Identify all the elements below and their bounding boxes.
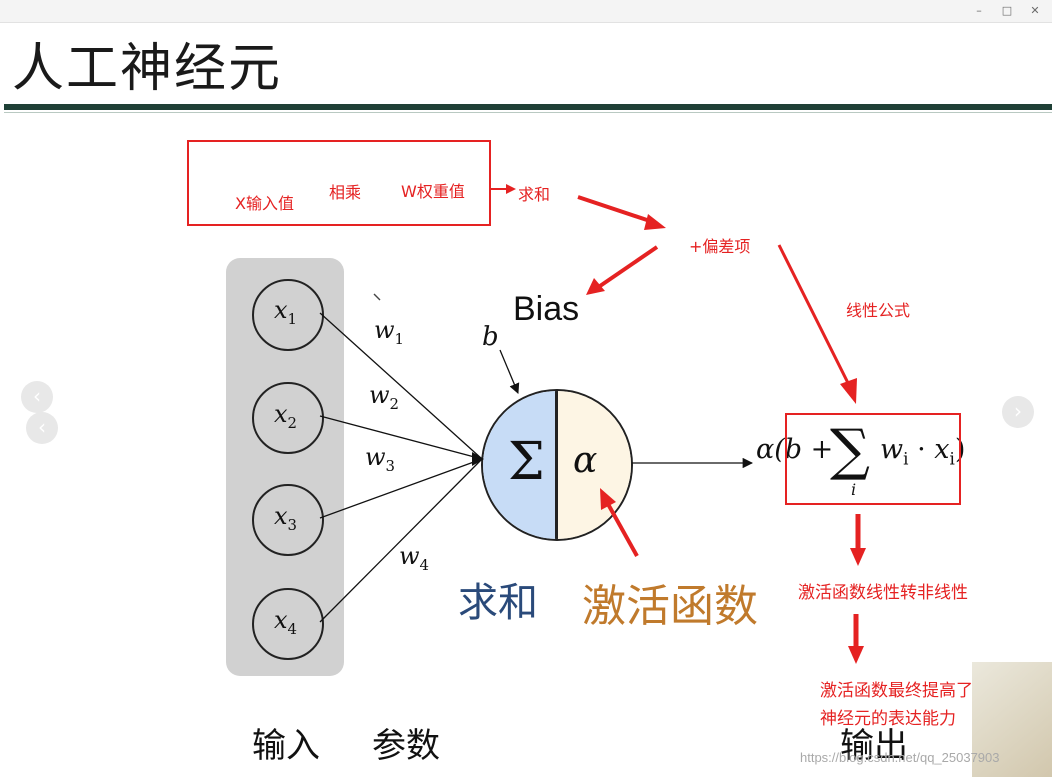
- annotation-improve-line1: 激活函数最终提高了: [820, 681, 973, 701]
- annotation-improve-line2: 神经元的表达能力: [820, 709, 956, 729]
- input-node-x4: [252, 588, 324, 660]
- formula-sum-index: i: [851, 480, 857, 499]
- edge-arrowhead: [472, 452, 484, 466]
- annotation-box-formula: [785, 413, 961, 505]
- input-node-x3: [252, 484, 324, 556]
- bias-arrow: [499, 349, 520, 394]
- edge-x1: [319, 312, 483, 460]
- close-button[interactable]: ✕: [1030, 4, 1040, 17]
- activation-symbol: α: [573, 440, 598, 481]
- edge-x4: [319, 458, 483, 623]
- caption-sum: 求和: [458, 580, 538, 626]
- presenter-video-corner: [972, 662, 1052, 777]
- maximize-button[interactable]: □: [1001, 4, 1013, 17]
- weight-label-w3: w3: [365, 443, 396, 475]
- prev-slide-button[interactable]: ‹: [26, 412, 58, 444]
- annotation-sum: 求和: [518, 185, 551, 204]
- annotation-linear-formula: 线性公式: [846, 301, 911, 320]
- red-arrows: [491, 184, 866, 664]
- prev-slide-button-ghost[interactable]: ‹: [21, 381, 53, 413]
- title-underline-thin: [4, 112, 1052, 113]
- neuron-divider: [555, 391, 558, 539]
- weight-label-w1: w1: [374, 316, 405, 348]
- sum-half: [483, 391, 557, 539]
- input-label-x3: x3: [274, 502, 298, 534]
- annotation-plus-bias: +偏差项: [689, 237, 751, 256]
- annotation-w-weight: W权重值: [401, 182, 465, 201]
- neuron-circle: [481, 389, 633, 541]
- annotation-box-inputs: [187, 140, 491, 226]
- annotation-x-input: X输入值: [235, 194, 294, 213]
- cursor-mark: [373, 293, 381, 301]
- bias-label: Bias: [513, 290, 580, 328]
- caption-output: 输出: [840, 726, 908, 766]
- formula-term: wi · xi): [880, 434, 966, 469]
- watermark: https://blog.csdn.net/qq_25037903: [800, 750, 1000, 765]
- input-label-x2: x2: [274, 400, 298, 432]
- window-title-bar: – □ ✕: [0, 0, 1052, 23]
- title-underline: [4, 104, 1052, 110]
- annotation-nonlinear: 激活函数线性转非线性: [798, 583, 968, 603]
- weight-label-w2: w2: [369, 381, 400, 413]
- input-label-x4: x4: [274, 606, 298, 638]
- caption-activation: 激活函数: [582, 581, 758, 632]
- weight-label-w4: w4: [399, 542, 430, 574]
- sum-symbol: Σ: [508, 432, 545, 492]
- annotation-multiply: 相乘: [329, 183, 362, 202]
- caption-params: 参数: [372, 726, 440, 766]
- next-slide-button[interactable]: ›: [1002, 396, 1034, 428]
- input-node-x2: [252, 382, 324, 454]
- edge-x2: [319, 415, 483, 460]
- caption-input: 输入: [252, 726, 320, 766]
- input-label-x1: x1: [274, 296, 298, 328]
- slide-title: 人工神经元: [12, 39, 283, 99]
- bias-symbol: b: [482, 322, 499, 352]
- formula-sigma: ∑: [830, 418, 870, 483]
- minimize-button[interactable]: –: [976, 4, 982, 17]
- activation-half: [557, 391, 631, 539]
- edge-x3: [319, 458, 483, 519]
- formula-prefix: α(b +: [756, 434, 834, 465]
